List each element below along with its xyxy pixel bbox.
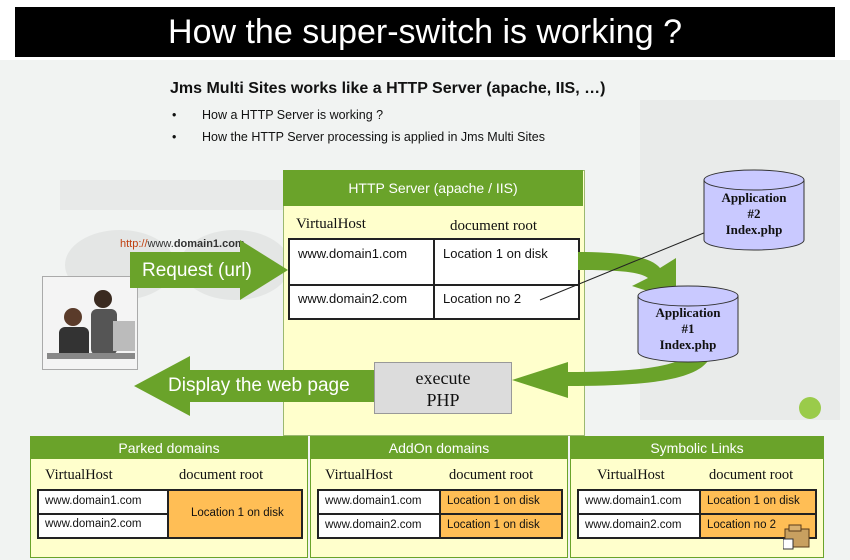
virtualhost-header: VirtualHost (45, 467, 113, 483)
row-root: Location no 2 (707, 519, 777, 531)
panel-table: www.domain1.com Location 1 on disk www.d… (577, 489, 817, 539)
server-row-1-host: www.domain1.com (298, 246, 408, 261)
document-root-header: document root (179, 467, 264, 483)
panel-title: Parked domains (31, 437, 307, 459)
symbolic-links-panel: Symbolic Links VirtualHost document root… (570, 436, 824, 558)
page-title: How the super-switch is working ? (15, 7, 835, 57)
app1-cylinder (637, 285, 739, 363)
parked-domains-panel: Parked domains VirtualHost document root… (30, 436, 308, 558)
people-photo (42, 276, 138, 370)
link-line-app2 (539, 227, 717, 301)
document-root-header: document root (450, 218, 538, 234)
curve-arrow-app1 (578, 252, 676, 300)
url-label: http://www.domain1.com (120, 238, 245, 250)
panel-title: AddOn domains (311, 437, 567, 459)
panel-table: www.domain1.com www.domain2.com Location… (37, 489, 303, 539)
addon-domains-panel: AddOn domains VirtualHost document root … (310, 436, 568, 558)
row-host: www.domain2.com (585, 519, 682, 531)
document-root-header: document root (449, 467, 534, 483)
virtualhost-header: VirtualHost (325, 467, 393, 483)
virtualhost-table: www.domain1.com Location 1 on disk www.d… (288, 238, 580, 320)
row-host: www.domain1.com (325, 495, 422, 507)
row-host: www.domain2.com (325, 519, 422, 531)
bullet-item: How the HTTP Server processing is applie… (170, 126, 545, 148)
panel-table: www.domain1.com Location 1 on disk www.d… (317, 489, 563, 539)
display-arrow (134, 356, 374, 416)
server-row-2-host: www.domain2.com (298, 291, 408, 306)
virtualhost-header: VirtualHost (296, 216, 366, 232)
row-host: www.domain1.com (45, 495, 142, 507)
request-label: Request (url) (142, 260, 252, 281)
green-dot-icon (799, 397, 821, 419)
merged-root: Location 1 on disk (191, 507, 284, 519)
row-root: Location 1 on disk (447, 495, 540, 507)
row-host: www.domain2.com (45, 518, 142, 530)
app2-cylinder (703, 169, 805, 251)
display-label: Display the web page (168, 375, 350, 396)
server-row-1-root: Location 1 on disk (443, 246, 548, 261)
document-root-header: document root (709, 467, 794, 483)
request-arrow (130, 240, 288, 300)
bullet-item: How a HTTP Server is working ? (170, 104, 545, 126)
bullet-list: How a HTTP Server is working ? How the H… (170, 104, 545, 148)
curve-arrow-execute (512, 348, 712, 398)
folder-icon (783, 524, 810, 550)
virtualhost-header: VirtualHost (597, 467, 665, 483)
row-host: www.domain1.com (585, 495, 682, 507)
row-root: Location 1 on disk (707, 495, 800, 507)
http-server-title: HTTP Server (apache / IIS) (283, 170, 583, 206)
server-row-2-root: Location no 2 (443, 291, 522, 306)
row-root: Location 1 on disk (447, 519, 540, 531)
subtitle: Jms Multi Sites works like a HTTP Server… (170, 80, 606, 97)
panel-title: Symbolic Links (571, 437, 823, 459)
people-icon (43, 277, 137, 369)
